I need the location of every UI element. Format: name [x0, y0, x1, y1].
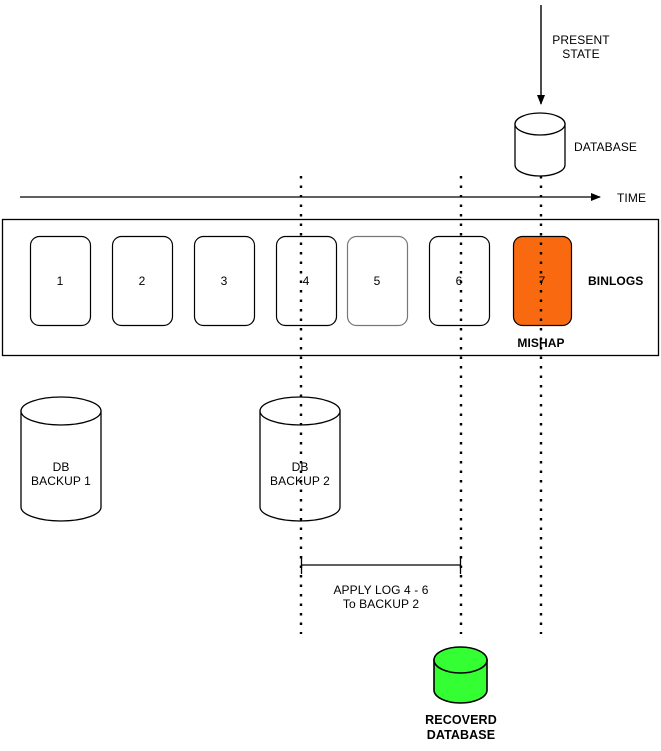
- recovered-database-label: RECOVERD DATABASE: [425, 713, 497, 742]
- binlog-box-4[interactable]: [275, 235, 338, 327]
- database-cylinder: [514, 112, 566, 177]
- binlog-number-1: 1: [56, 274, 64, 288]
- binlog-number-6: 6: [455, 274, 463, 288]
- binlog-number-4: 4: [302, 274, 310, 288]
- binlog-number-5: 5: [373, 274, 381, 288]
- time-axis-label: TIME: [617, 191, 647, 205]
- binlog-box-7[interactable]: [512, 235, 573, 327]
- db-backup-2-label: DB BACKUP 2: [270, 460, 330, 488]
- apply-log-bracket: [300, 556, 462, 574]
- mishap-label: MISHAP: [517, 336, 565, 350]
- binlog-box-5[interactable]: [346, 235, 409, 327]
- binlog-box-6[interactable]: [428, 235, 491, 327]
- db-backup-1-cylinder: [20, 396, 102, 522]
- binlog-boxes: [29, 235, 573, 327]
- present-state-label: PRESENT STATE: [552, 33, 610, 61]
- binlog-box-3[interactable]: [193, 235, 256, 327]
- apply-log-label: APPLY LOG 4 - 6 To BACKUP 2: [333, 583, 429, 611]
- db-backup-2-cylinder: [259, 396, 341, 522]
- binlog-number-3: 3: [220, 274, 228, 288]
- db-backup-1-label: DB BACKUP 1: [31, 460, 91, 488]
- recovered-database-cylinder: [433, 646, 488, 704]
- binlog-number-2: 2: [138, 274, 146, 288]
- binlog-box-1[interactable]: [29, 235, 92, 327]
- binlog-number-7: 7: [538, 274, 546, 288]
- binlogs-label: BINLOGS: [588, 274, 644, 288]
- binlog-box-2[interactable]: [111, 235, 174, 327]
- database-label: DATABASE: [574, 140, 638, 154]
